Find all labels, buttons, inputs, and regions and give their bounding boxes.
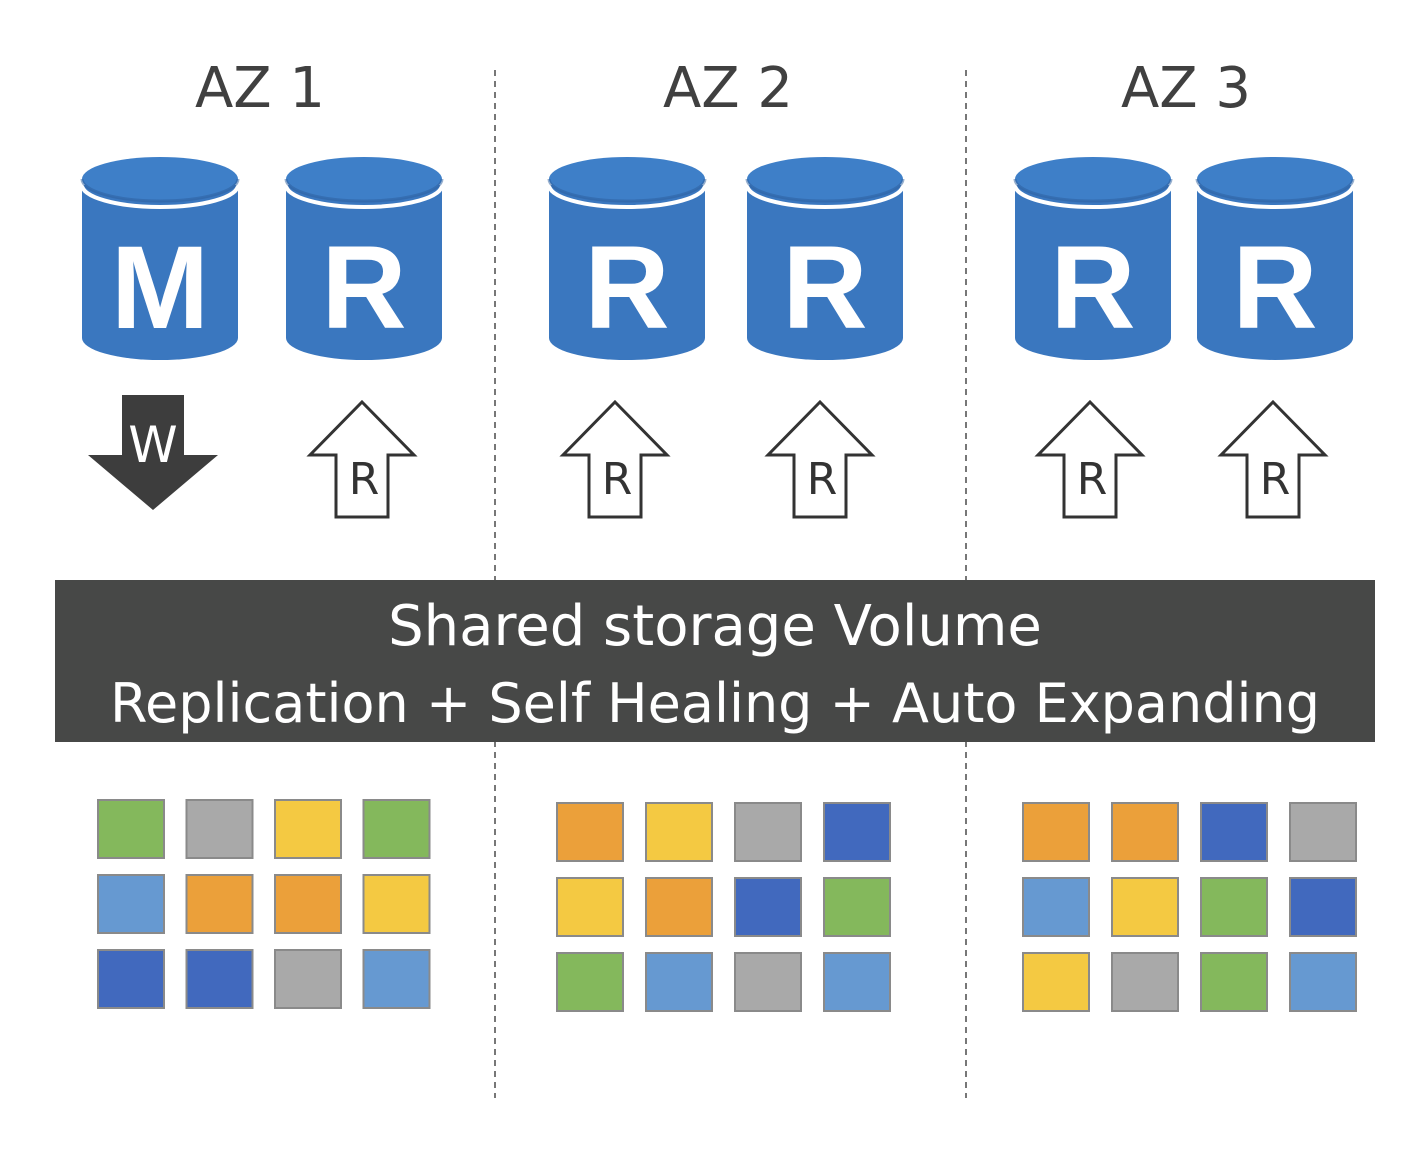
storage-block-gray	[734, 802, 802, 862]
replica-db-icon: R	[1013, 157, 1173, 360]
read-arrow-icon: R	[764, 399, 876, 519]
storage-block-lightblue	[1022, 877, 1090, 937]
storage-block-green	[823, 877, 891, 937]
banner-subtitle: Replication + Self Healing + Auto Expand…	[110, 672, 1320, 735]
storage-block-yellow	[274, 799, 342, 859]
db-letter: R	[584, 222, 669, 354]
storage-block-darkblue	[97, 949, 165, 1009]
db-letter: M	[111, 222, 209, 354]
storage-block-darkblue	[1289, 877, 1357, 937]
read-arrow-icon: R	[1217, 399, 1329, 519]
arrow-label: W	[128, 416, 177, 474]
db-letter: R	[782, 222, 867, 354]
storage-block-yellow	[362, 874, 431, 934]
storage-block-gray	[1111, 952, 1179, 1012]
shared-storage-banner: Shared storage Volume Replication + Self…	[55, 580, 1375, 742]
storage-block-lightblue	[362, 949, 431, 1009]
storage-block-green	[97, 799, 165, 859]
storage-block-darkblue	[1200, 802, 1268, 862]
read-arrow-icon: R	[559, 399, 671, 519]
read-arrow-icon: R	[306, 399, 418, 519]
write-arrow-icon: W	[88, 395, 218, 510]
az-label-1: AZ 1	[195, 56, 325, 121]
banner-background	[55, 580, 1375, 742]
banner-title: Shared storage Volume	[388, 594, 1042, 659]
db-letter: R	[321, 222, 406, 354]
az-label-3: AZ 3	[1121, 56, 1251, 121]
storage-block-lightblue	[645, 952, 713, 1012]
storage-block-lightblue	[97, 874, 165, 934]
storage-block-gray	[185, 799, 254, 859]
storage-block-orange	[1022, 802, 1090, 862]
storage-block-yellow	[1022, 952, 1090, 1012]
arrow-label: R	[807, 454, 838, 505]
replica-db-icon: R	[745, 157, 905, 360]
db-letter: R	[1050, 222, 1135, 354]
storage-block-darkblue	[734, 877, 802, 937]
storage-block-orange	[185, 874, 254, 934]
storage-block-yellow	[645, 802, 713, 862]
arrow-label: R	[1077, 454, 1108, 505]
storage-block-green	[362, 799, 431, 859]
storage-block-lightblue	[1289, 952, 1357, 1012]
db-letter: R	[1232, 222, 1317, 354]
read-arrow-icon: R	[1034, 399, 1146, 519]
storage-block-gray	[734, 952, 802, 1012]
az-label-2: AZ 2	[663, 56, 793, 121]
replica-db-icon: R	[547, 157, 707, 360]
storage-block-gray	[274, 949, 342, 1009]
storage-block-yellow	[556, 877, 624, 937]
arrow-label: R	[349, 454, 380, 505]
storage-block-yellow	[1111, 877, 1179, 937]
storage-block-orange	[645, 877, 713, 937]
arrow-label: R	[602, 454, 633, 505]
az-labels: AZ 1 AZ 2 AZ 3	[195, 56, 1251, 121]
replica-db-icon: R	[284, 157, 444, 360]
storage-block-darkblue	[823, 802, 891, 862]
storage-block-green	[1200, 877, 1268, 937]
storage-block-orange	[556, 802, 624, 862]
replica-db-icon: R	[1195, 157, 1355, 360]
master-db-icon: M	[80, 157, 240, 360]
storage-blocks	[97, 799, 1357, 1012]
storage-block-darkblue	[185, 949, 254, 1009]
storage-block-gray	[1289, 802, 1357, 862]
storage-block-orange	[274, 874, 342, 934]
arrow-label: R	[1260, 454, 1291, 505]
storage-block-green	[556, 952, 624, 1012]
storage-block-green	[1200, 952, 1268, 1012]
storage-block-orange	[1111, 802, 1179, 862]
storage-block-lightblue	[823, 952, 891, 1012]
